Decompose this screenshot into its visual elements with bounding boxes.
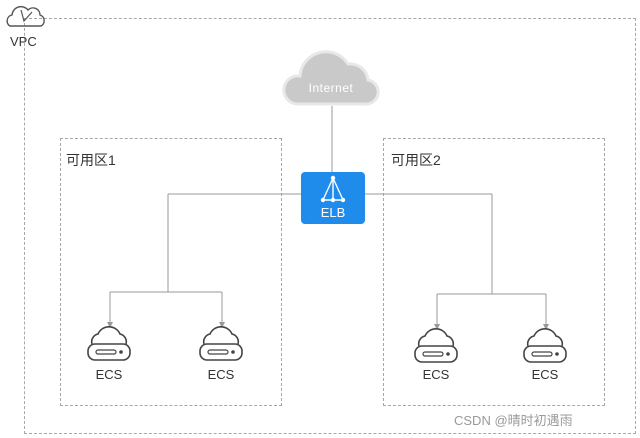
zone2-label: 可用区2 xyxy=(391,152,441,168)
zone1-label: 可用区1 xyxy=(66,152,116,168)
ecs-server-icon-zone1-1 xyxy=(87,326,131,361)
zone1-boundary xyxy=(60,138,282,406)
ecs-label-zone1-1: ECS xyxy=(95,367,123,382)
ecs-server-icon-zone1-2 xyxy=(199,326,243,361)
internet-label: Internet xyxy=(308,81,354,95)
elb-label: ELB xyxy=(320,205,346,220)
ecs-label-zone2-1: ECS xyxy=(422,367,450,382)
vpc-boundary xyxy=(24,18,636,434)
ecs-server-icon-zone2-2 xyxy=(523,328,567,363)
zone2-boundary xyxy=(383,138,605,406)
ecs-server-icon-zone2-1 xyxy=(414,328,458,363)
vpc-cloud-icon xyxy=(6,5,45,27)
ecs-label-zone1-2: ECS xyxy=(207,367,235,382)
elb-node[interactable]: ELB xyxy=(301,172,365,224)
ecs-label-zone2-2: ECS xyxy=(531,367,559,382)
elb-icon xyxy=(320,175,346,203)
internet-cloud-icon xyxy=(282,50,380,106)
vpc-label: VPC xyxy=(10,34,37,49)
watermark: CSDN @晴时初遇雨 xyxy=(454,413,573,428)
